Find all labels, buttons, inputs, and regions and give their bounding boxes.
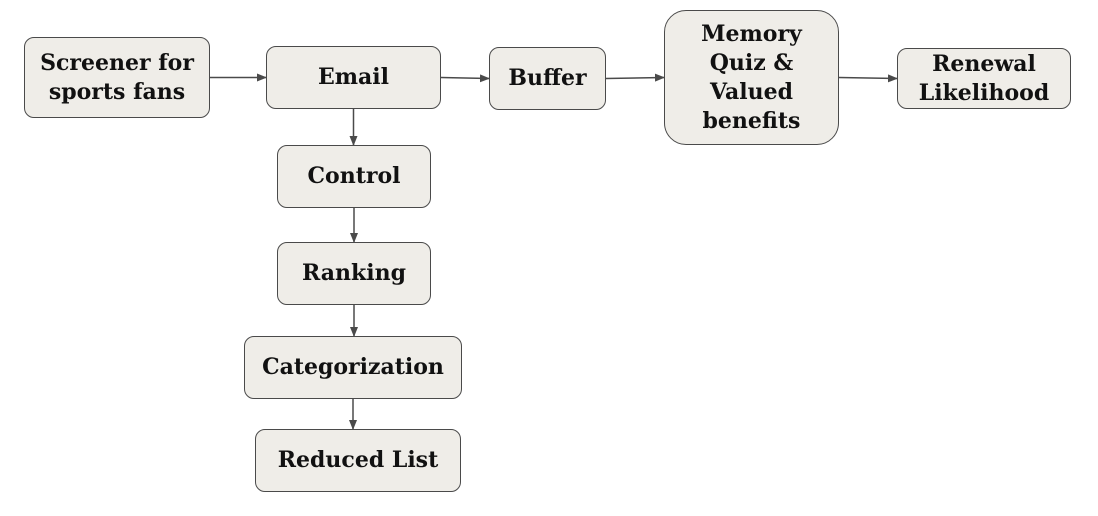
- memory-quiz-node: Memory Quiz & Valued benefits: [664, 10, 839, 145]
- memory-quiz-label: Memory Quiz & Valued benefits: [701, 20, 802, 134]
- email-label: Email: [317, 64, 390, 90]
- ranking-label: Ranking: [301, 260, 407, 286]
- control-label: Control: [307, 163, 401, 189]
- ranking-node: Ranking: [277, 242, 431, 305]
- categorization-node: Categorization: [244, 336, 462, 399]
- reduced-list-label: Reduced List: [277, 447, 439, 473]
- buffer-label: Buffer: [508, 65, 587, 91]
- arrow-email-to-buffer: [440, 74, 490, 83]
- renewal-node: Renewal Likelihood: [897, 48, 1071, 109]
- arrow-buffer-to-memory_quiz: [605, 73, 665, 82]
- control-node: Control: [277, 145, 431, 208]
- reduced-list-node: Reduced List: [255, 429, 461, 492]
- arrow-memory_quiz-to-renewal: [838, 74, 898, 83]
- screener-node: Screener for sports fans: [24, 37, 210, 118]
- screener-label: Screener for sports fans: [40, 49, 194, 105]
- email-node: Email: [266, 46, 441, 109]
- renewal-label: Renewal Likelihood: [918, 50, 1050, 106]
- categorization-label: Categorization: [262, 354, 444, 380]
- buffer-node: Buffer: [489, 47, 606, 110]
